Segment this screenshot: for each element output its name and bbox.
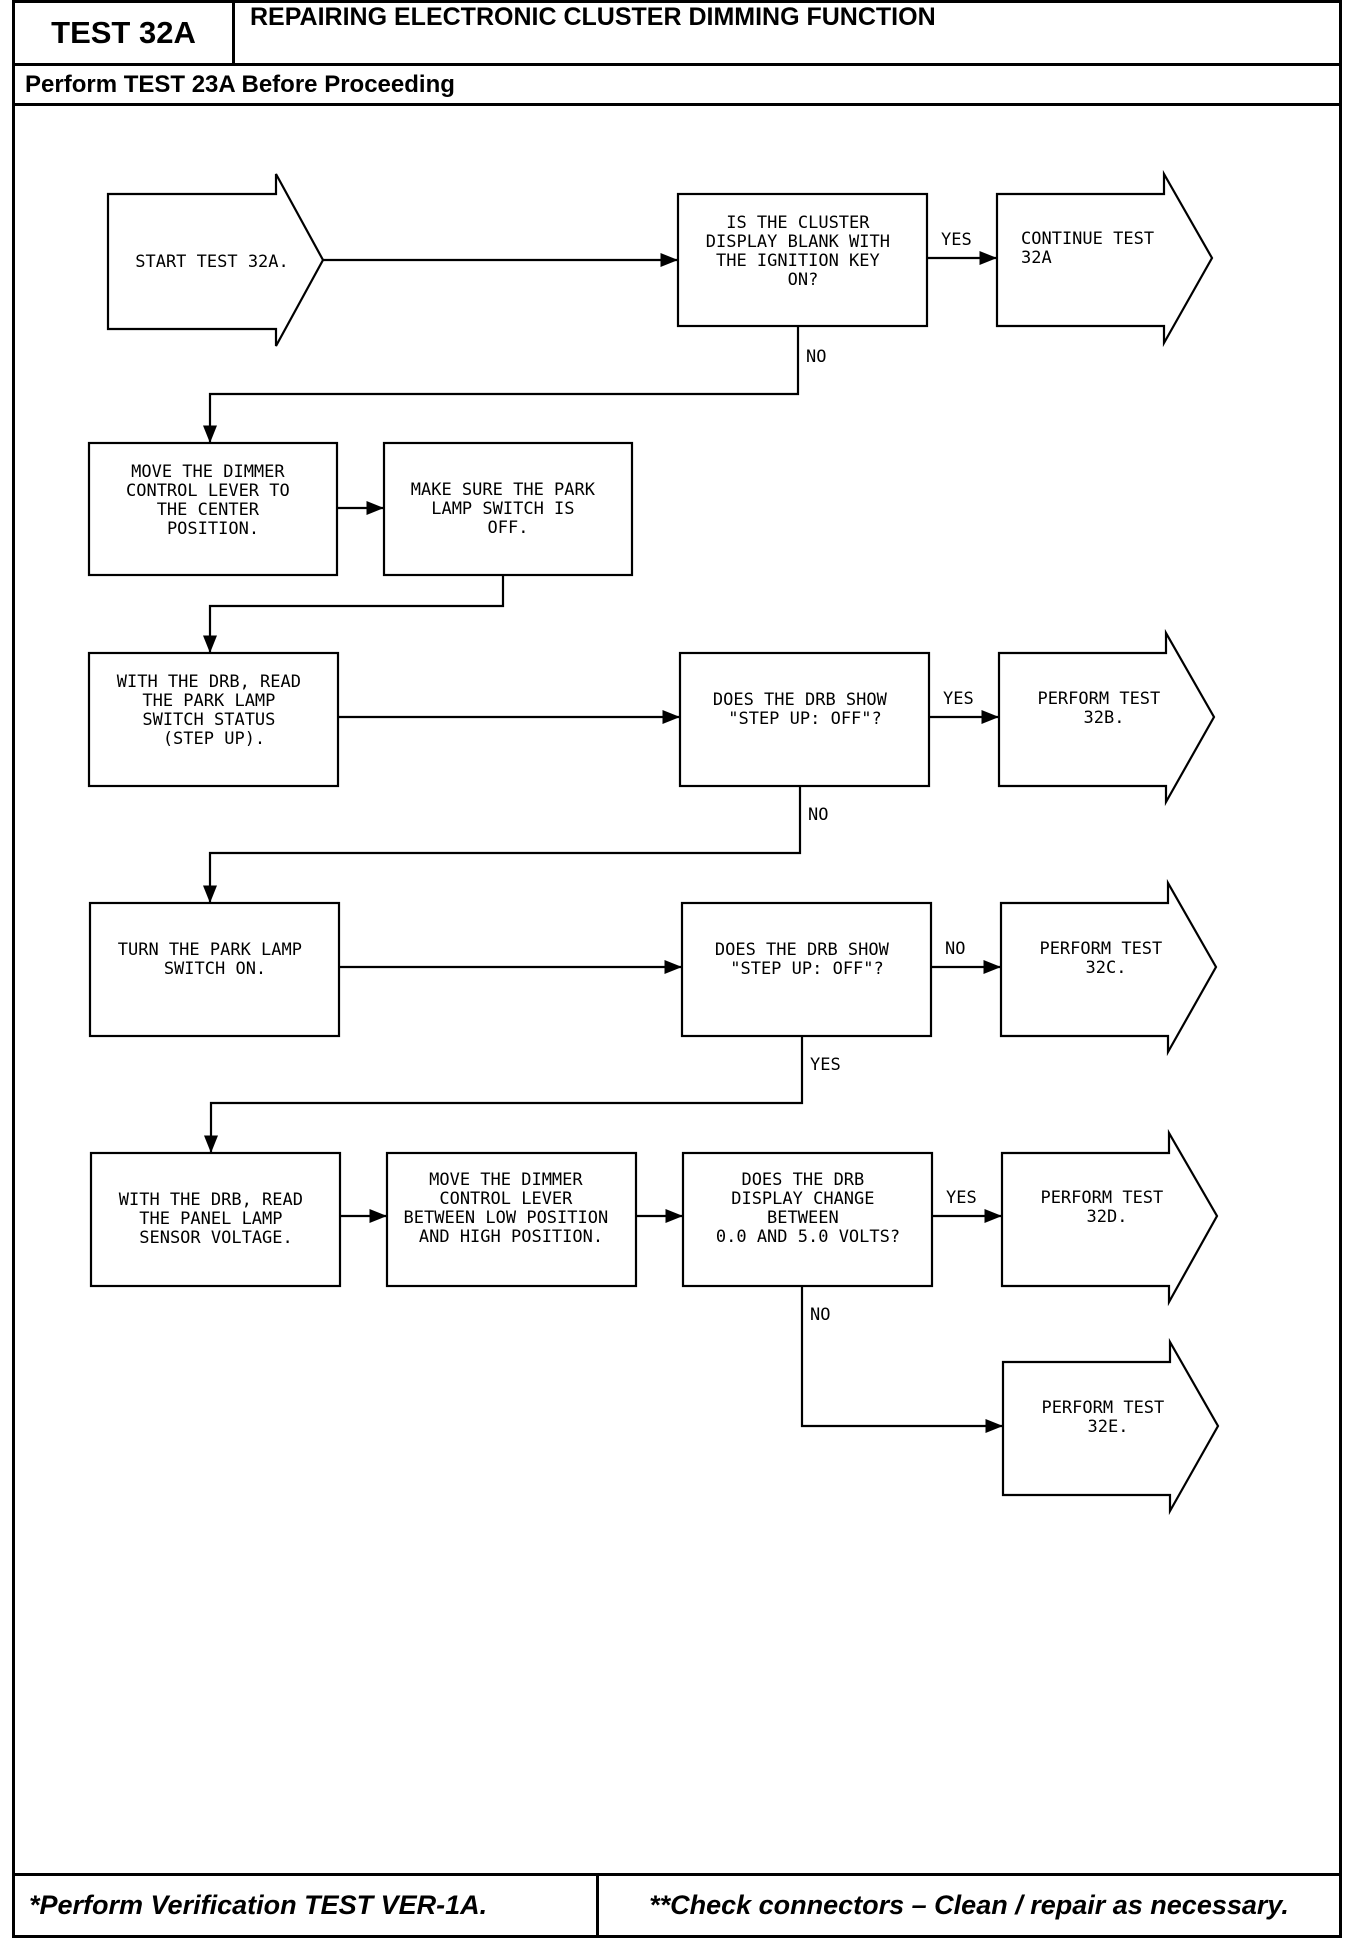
test32c-text: PERFORM TEST 32C. <box>1039 939 1172 978</box>
q4-box <box>681 1151 934 1288</box>
footer-connector-note: **Check connectors – Clean / repair as n… <box>649 1890 1289 1920</box>
read-panel-box <box>89 1151 342 1288</box>
read-panel-text: WITH THE DRB, READ THE PANEL LAMP SENSOR… <box>119 1190 313 1248</box>
continue-text: CONTINUE TEST 32A <box>1021 229 1164 268</box>
test32c-arrow-shape <box>999 878 1218 1057</box>
test32d-text: PERFORM TEST 32D. <box>1040 1188 1173 1227</box>
edge-park-read <box>202 575 505 653</box>
prerequisite-note: Perform TEST 23A Before Proceeding <box>15 66 1339 106</box>
test-number: TEST 32A <box>15 3 235 63</box>
edge-q4-no <box>800 1286 1003 1434</box>
label-q1-no: NO <box>806 347 826 367</box>
start-label: START TEST 32A. <box>135 252 289 272</box>
continue-arrow-shape <box>995 169 1214 348</box>
label-q1-yes: YES <box>941 230 972 250</box>
edge-q3-yes <box>203 1036 804 1153</box>
edge-q2-no <box>202 786 802 903</box>
test32b-arrow-shape <box>997 628 1216 807</box>
q3-text: DOES THE DRB SHOW "STEP UP: OFF"? <box>715 940 899 979</box>
read-park-text: WITH THE DRB, READ THE PARK LAMP SWITCH … <box>117 672 311 749</box>
label-q4-no: NO <box>810 1305 830 1325</box>
q2-box <box>678 651 931 788</box>
move-low-high-text: MOVE THE DIMMER CONTROL LEVER BETWEEN LO… <box>404 1170 619 1247</box>
move-low-high-box <box>385 1151 638 1288</box>
edge-q1-no <box>202 326 800 443</box>
header-bar: TEST 32A REPAIRING ELECTRONIC CLUSTER DI… <box>15 3 1339 66</box>
label-q3-no: NO <box>945 939 965 959</box>
park-off-text: MAKE SURE THE PARK LAMP SWITCH IS OFF. <box>411 480 605 538</box>
label-q2-no: NO <box>808 805 828 825</box>
footer-bar: *Perform Verification TEST VER-1A. **Che… <box>15 1873 1339 1935</box>
start-arrow-shape <box>106 173 325 347</box>
flowchart-page: TEST 32A REPAIRING ELECTRONIC CLUSTER DI… <box>12 0 1342 1938</box>
label-q4-yes: YES <box>946 1188 977 1208</box>
q1-text: IS THE CLUSTER DISPLAY BLANK WITH THE IG… <box>706 213 900 290</box>
footer-verification-note: *Perform Verification TEST VER-1A. <box>15 1876 599 1935</box>
q2-text: DOES THE DRB SHOW "STEP UP: OFF"? <box>713 690 897 729</box>
park-on-text: TURN THE PARK LAMP SWITCH ON. <box>118 940 312 979</box>
move-center-text: MOVE THE DIMMER CONTROL LEVER TO THE CEN… <box>126 462 300 539</box>
test32e-arrow-shape <box>1001 1337 1220 1516</box>
q4-text: DOES THE DRB DISPLAY CHANGE BETWEEN 0.0 … <box>716 1170 900 1247</box>
label-q3-yes: YES <box>810 1055 841 1075</box>
test32e-text: PERFORM TEST 32E. <box>1041 1398 1174 1437</box>
page-title: REPAIRING ELECTRONIC CLUSTER DIMMING FUN… <box>250 3 936 31</box>
label-q2-yes: YES <box>943 689 974 709</box>
test32b-text: PERFORM TEST 32B. <box>1037 689 1170 728</box>
test32d-arrow-shape <box>1000 1128 1219 1307</box>
q3-box <box>680 901 933 1038</box>
park-on-box <box>88 901 341 1038</box>
read-park-box <box>87 651 340 788</box>
